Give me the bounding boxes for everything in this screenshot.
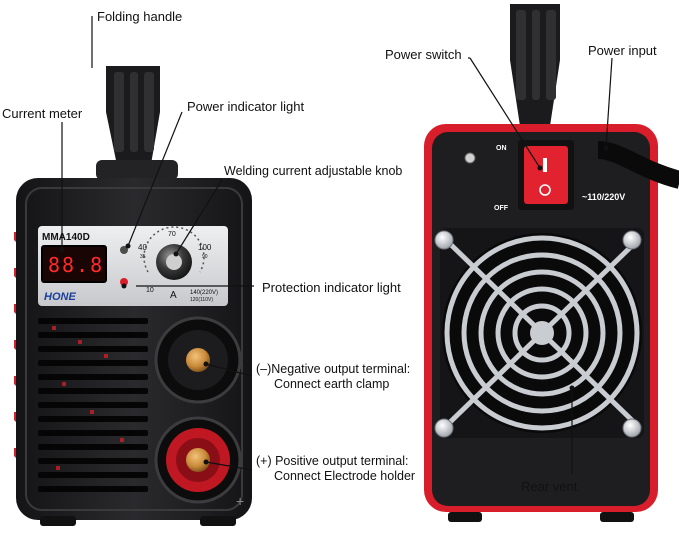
dial-sub-mark-90: 90: [202, 254, 208, 260]
callout-negative-terminal-line2: Connect earth clamp: [274, 377, 390, 391]
folding-handle: [96, 66, 178, 180]
svg-text:+: +: [236, 493, 244, 509]
dial-mark-40: 40: [138, 243, 147, 252]
protection-indicator-light: [120, 278, 128, 286]
callout-protection-indicator-light: Protection indicator light: [262, 280, 401, 295]
leader-lines: [61, 16, 613, 474]
dial-mark-70: 70: [168, 231, 176, 238]
dial-sub-mark-35: 35: [140, 254, 146, 260]
callout-welding-current-knob: Welding current adjustable knob: [224, 164, 403, 178]
callout-negative-terminal-line1: (–)Negative output terminal:: [256, 362, 411, 376]
callout-power-input: Power input: [588, 43, 657, 58]
negative-output-terminal: [154, 316, 242, 404]
unit-label: A: [170, 290, 177, 301]
front-vent-slats: [38, 318, 148, 492]
callout-power-switch: Power switch: [385, 47, 462, 62]
rating-line-1: 140(220V): [190, 290, 218, 296]
rear-vent-fan: [434, 228, 644, 438]
brand-logo-text: HONE: [44, 291, 76, 303]
switch-on-label: ON: [496, 145, 507, 152]
model-label: MMA140D: [42, 232, 90, 243]
positive-output-terminal: [154, 416, 242, 504]
current-meter-display: [41, 245, 107, 283]
rear-view: [424, 4, 679, 522]
callout-positive-terminal-line1: (+) Positive output terminal:: [256, 454, 409, 468]
switch-off-label: OFF: [494, 205, 509, 212]
power-cable: [597, 141, 679, 189]
rating-line-2: 120(110V): [190, 297, 213, 303]
callout-power-indicator-light: Power indicator light: [187, 99, 305, 114]
callout-rear-vent: Rear vent: [521, 479, 578, 494]
callout-folding-handle: Folding handle: [97, 9, 183, 24]
callout-positive-terminal-line2: Connect Electrode holder: [274, 469, 416, 483]
dial-mark-100: 100: [198, 243, 212, 252]
voltage-label: ~110/220V: [582, 192, 625, 202]
display-readout: 88.8: [48, 253, 104, 277]
dial-mark-10: 10: [146, 287, 154, 294]
callout-current-meter: Current meter: [2, 106, 83, 121]
power-indicator-light: [120, 246, 128, 254]
